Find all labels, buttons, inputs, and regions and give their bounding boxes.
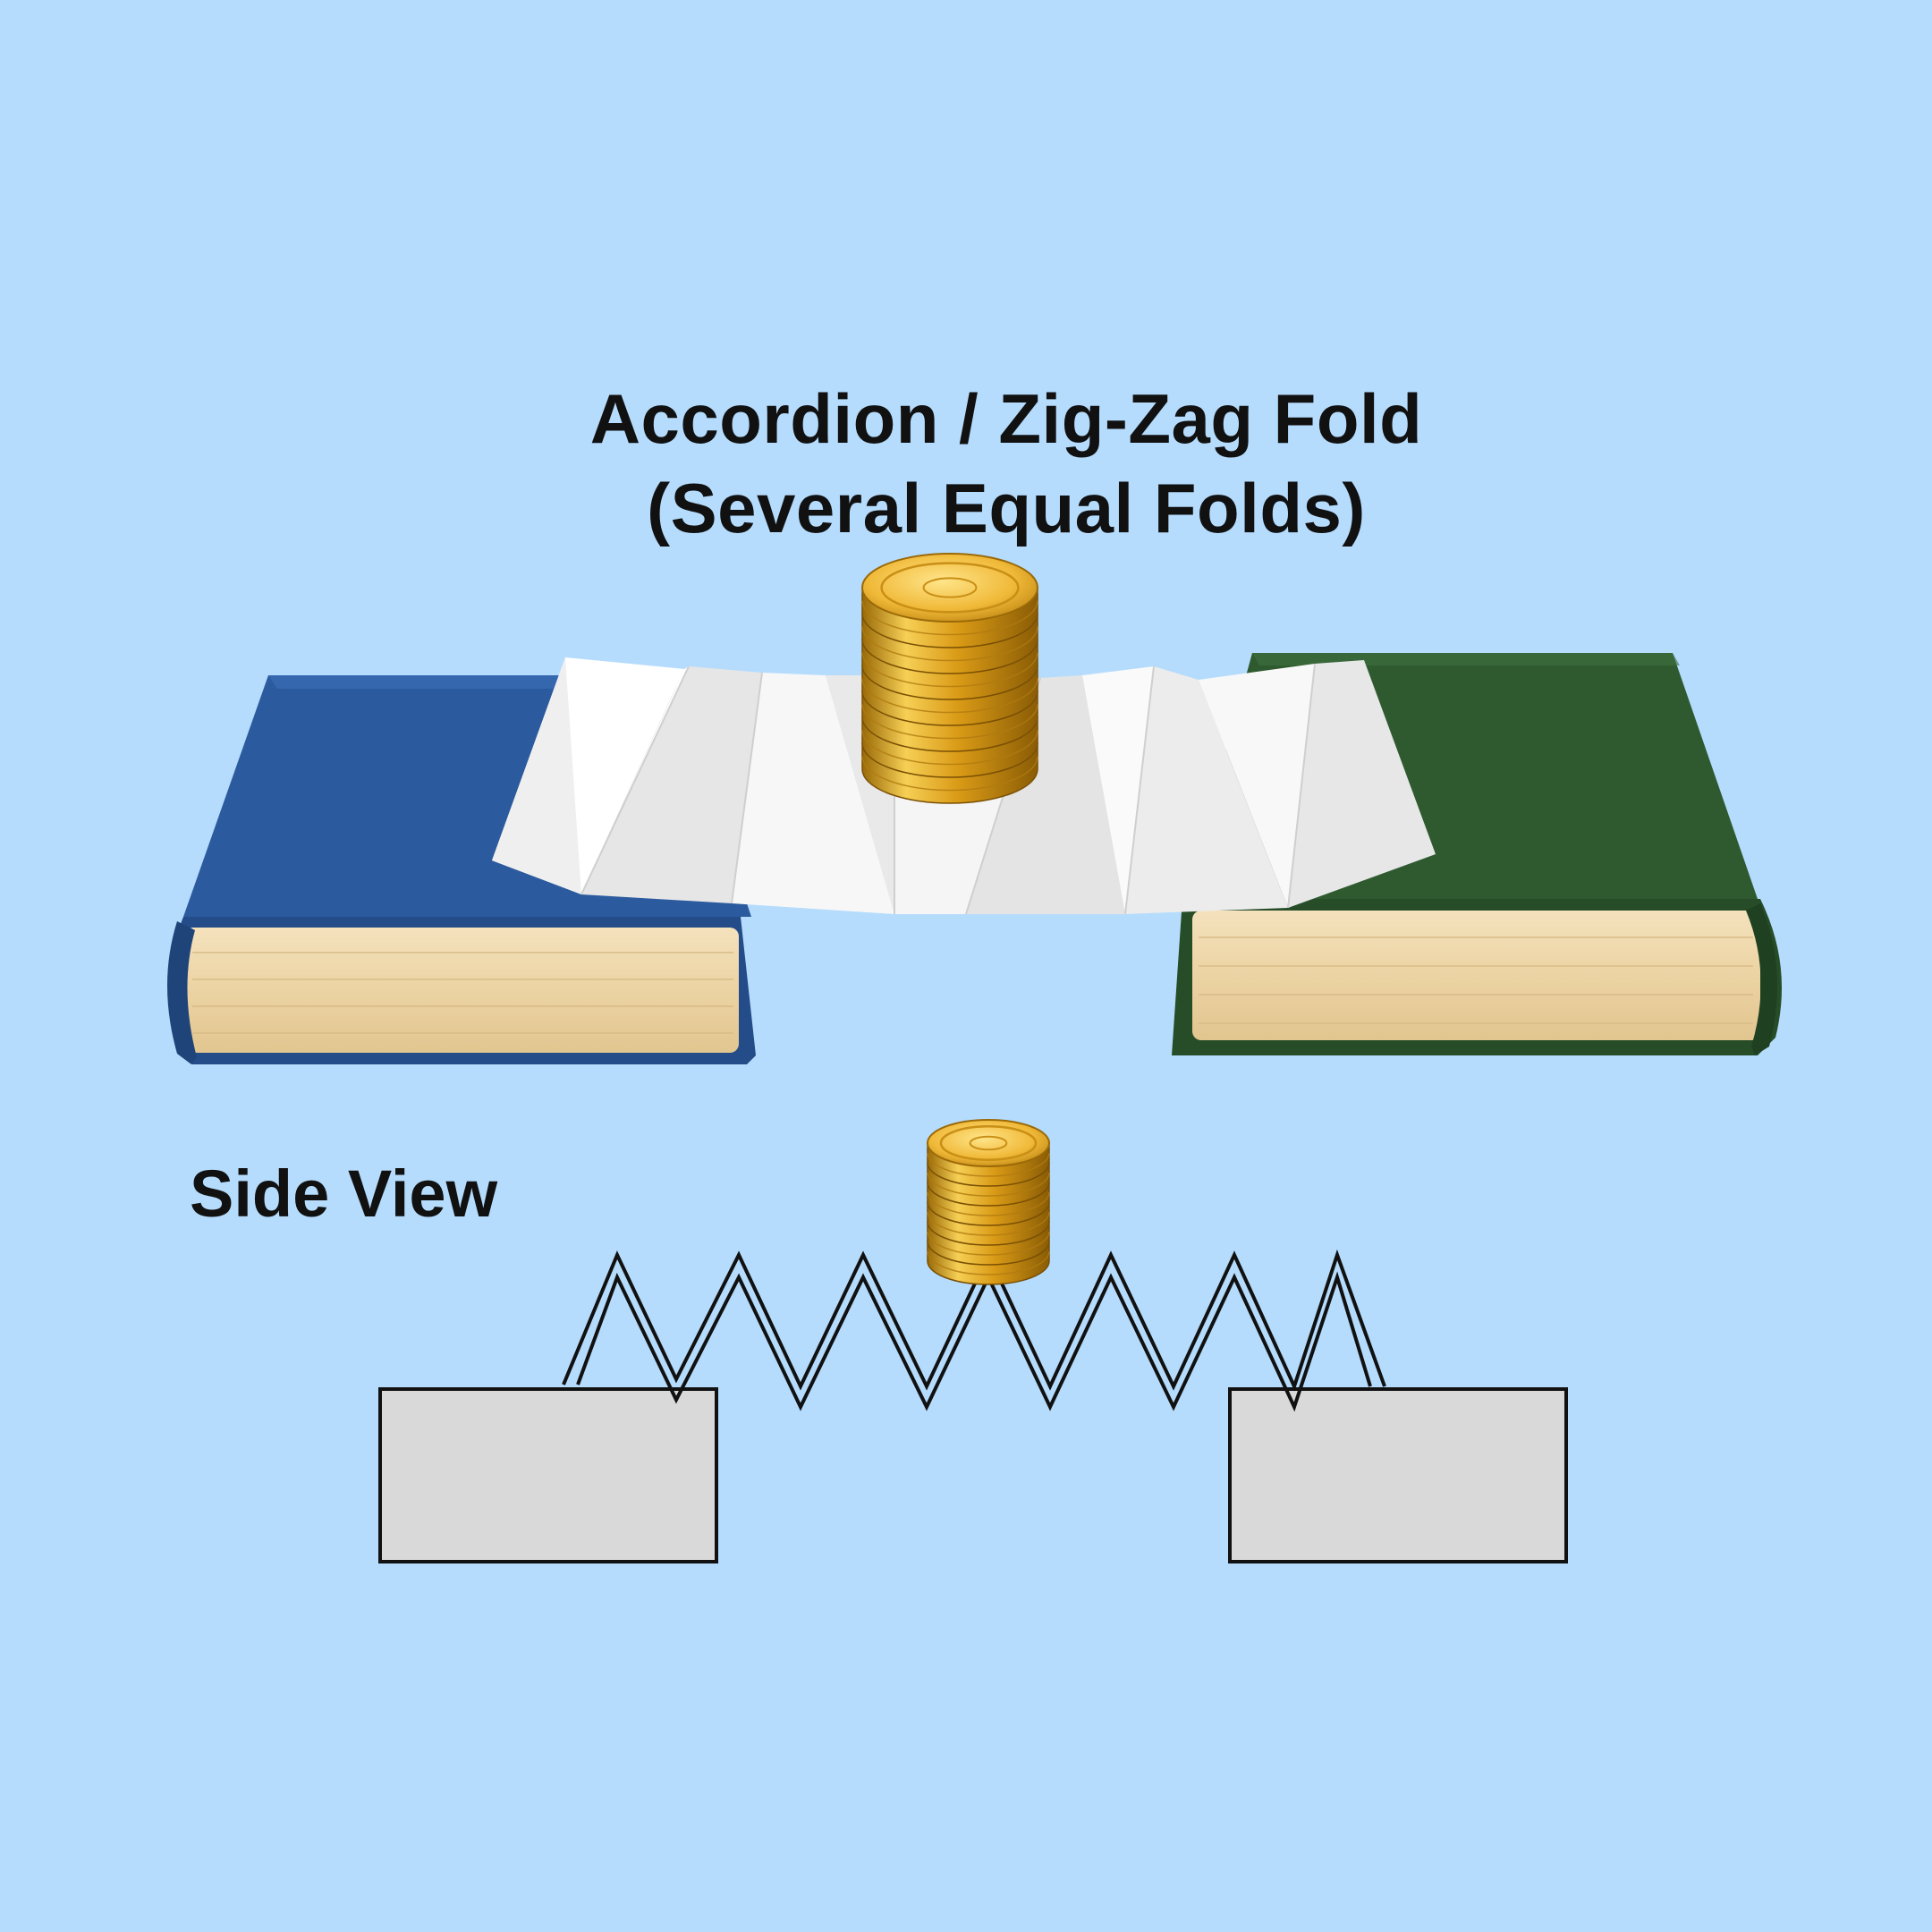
left-support-block	[378, 1387, 718, 1563]
page-title: Accordion / Zig-Zag Fold (Several Equal …	[0, 374, 1932, 553]
right-support-block	[1228, 1387, 1568, 1563]
side-view-label: Side View	[190, 1157, 498, 1231]
title-line-2: (Several Equal Folds)	[647, 469, 1366, 547]
side-view-diagram	[378, 1249, 1568, 1563]
coin-stack-diagram	[927, 1119, 1050, 1285]
coin	[927, 1119, 1050, 1187]
coin-stack-photo	[861, 553, 1038, 804]
coin	[861, 553, 1038, 648]
title-line-1: Accordion / Zig-Zag Fold	[589, 379, 1423, 458]
